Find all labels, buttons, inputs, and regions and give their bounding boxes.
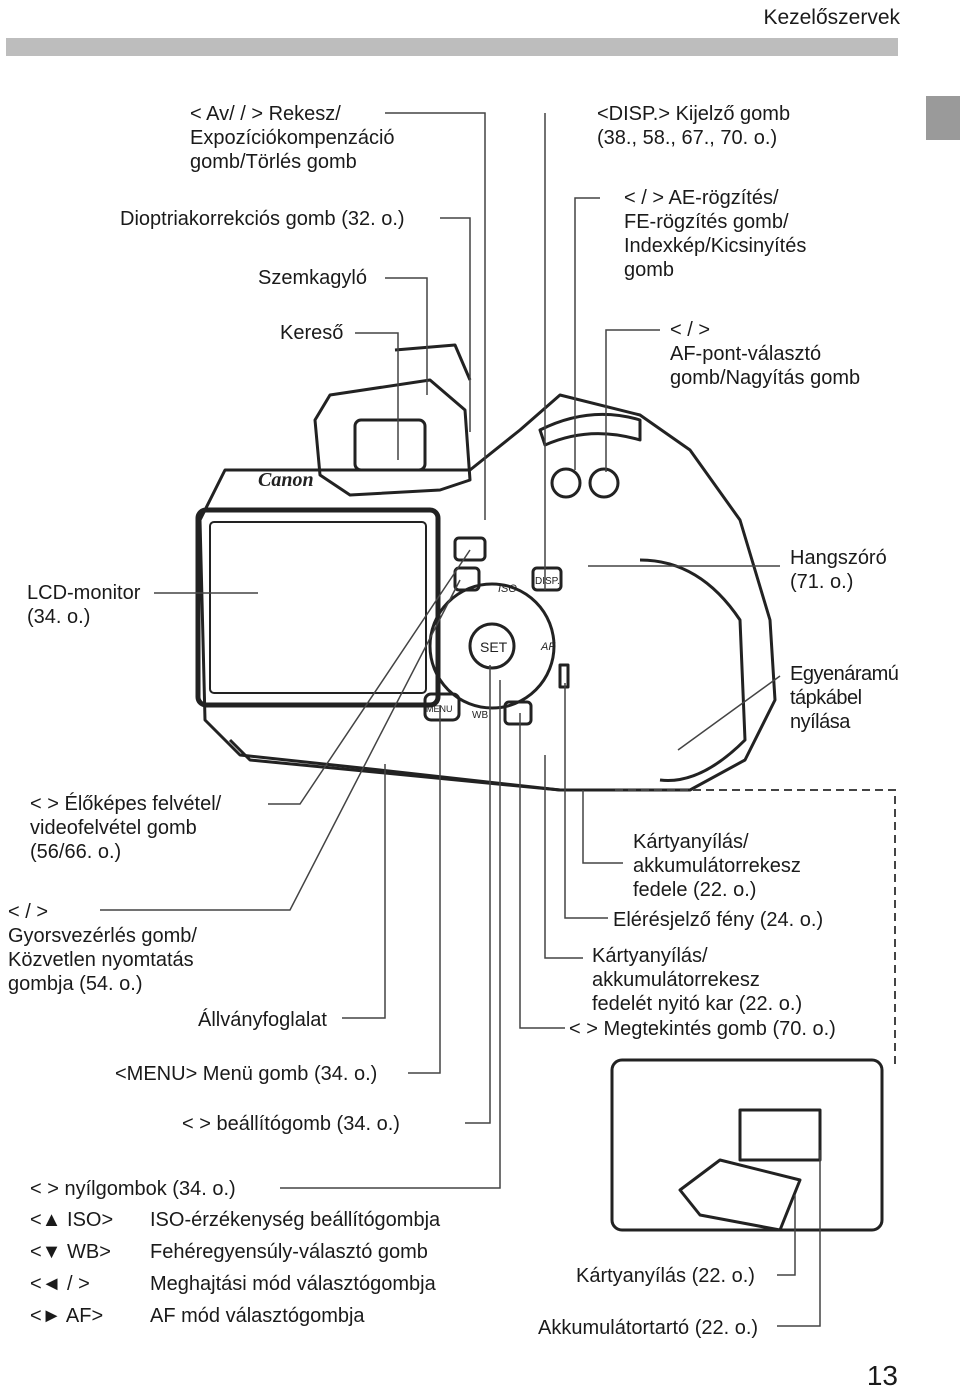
af-mode-key: <► AF>	[30, 1305, 104, 1327]
quick-control-label: < / > Gyorsvezérlés gomb/ Közvetlen nyom…	[8, 900, 197, 996]
speaker-label-line1: Hangszóró	[790, 547, 887, 569]
af-point-label: < / > AF-pont-választó gomb/Nagyítás gom…	[670, 318, 860, 390]
af-mode-desc: AF mód választógombja	[150, 1305, 365, 1327]
brand-logo: Canon	[258, 469, 314, 491]
disp-label-line2: (38., 58., 67., 70. o.)	[597, 127, 778, 149]
ae-label-line3: Indexkép/Kicsinyítés	[624, 235, 807, 257]
quick-label-line1: < / >	[8, 901, 49, 923]
quick-label-line4: gombja (54. o.)	[8, 973, 143, 995]
lever-label-line1: Kártyanyílás/	[592, 945, 708, 967]
mode-dial	[538, 412, 642, 447]
camera-body	[198, 393, 777, 792]
diopter-label: Dioptriakorrekciós gomb (32. o.)	[120, 208, 405, 230]
battery-holder-label: Akkumulátortartó (22. o.)	[538, 1317, 759, 1339]
eyecup-label: Szemkagyló	[258, 267, 367, 289]
af-label-line3: gomb/Nagyítás gomb	[670, 367, 861, 389]
dc-label-line3: nyílása	[790, 711, 850, 733]
card-slot-label: Kártyanyílás (22. o.)	[576, 1265, 755, 1287]
cross-keys	[428, 582, 556, 710]
set-button-shape	[468, 622, 516, 670]
wb-key: <▼ WB>	[30, 1241, 111, 1263]
cross-keys-label: < > nyílgombok (34. o.)	[30, 1178, 236, 1200]
menu-button-label: <MENU> Menü gomb (34. o.)	[115, 1063, 378, 1085]
dc-label-line1: Egyenáramú	[790, 663, 899, 685]
camera-disp-label: DISP.	[535, 576, 560, 587]
playback-button-label: < > Megtekintés gomb (70. o.)	[569, 1018, 836, 1040]
quick-label-line2: Gyorsvezérlés gomb/	[8, 925, 197, 947]
header-rule	[6, 38, 898, 56]
af-label-line2: AF-pont-választó	[670, 343, 822, 365]
card-cover-line2: akkumulátorrekesz	[633, 855, 801, 877]
camera-af-label: AF	[540, 641, 556, 653]
access-lamp-label: Elérésjelző fény (24. o.)	[613, 909, 824, 931]
camera-iso-label: ISO	[498, 583, 517, 595]
ae-lock-label: < / > AE-rögzítés/ FE-rögzítés gomb/ Ind…	[624, 186, 806, 282]
section-title: Kezelőszervek	[763, 6, 900, 29]
lcd-screen	[195, 507, 441, 708]
lever-label-line2: akkumulátorrekesz	[592, 969, 760, 991]
eyecup	[313, 378, 472, 497]
wb-desc: Fehéregyensúly-választó gomb	[150, 1241, 428, 1263]
dc-cable-label: Egyenáramú tápkábel nyílása	[790, 662, 899, 734]
disp-button-label: <DISP.> Kijelző gomb (38., 58., 67., 70.…	[597, 102, 790, 150]
disp-label-line1: <DISP.> Kijelző gomb	[597, 103, 791, 125]
speaker-label-line2: (71. o.)	[790, 571, 854, 593]
camera-wb-label: WB	[472, 710, 488, 721]
liveview-label-line1: < > Élőképes felvétel/	[30, 793, 222, 815]
iso-key: <▲ ISO>	[30, 1209, 114, 1231]
lcd-label: LCD-monitor (34. o.)	[27, 581, 140, 629]
ae-label-line4: gomb	[624, 259, 675, 281]
av-label-line2: Expozíciókompenzáció	[190, 127, 395, 149]
drive-desc: Meghajtási mód választógombja	[150, 1273, 436, 1295]
card-cover-line3: fedele (22. o.)	[633, 879, 757, 901]
av-label-line3: gomb/Törlés gomb	[190, 151, 357, 173]
lcd-label-line2: (34. o.)	[27, 606, 91, 628]
av-label-line1: < Av/ / > Rekesz/	[190, 103, 341, 125]
tripod-socket-label: Állványfoglalat	[198, 1009, 327, 1031]
quick-label-line3: Közvetlen nyomtatás	[8, 949, 194, 971]
liveview-label-line3: (56/66. o.)	[30, 841, 122, 863]
page-number: 13	[866, 1360, 898, 1391]
set-button-label: < > beállítógomb (34. o.)	[182, 1113, 400, 1135]
live-view-label: < > Élőképes felvétel/ videofelvétel gom…	[30, 792, 221, 864]
drive-key: <◄ / >	[30, 1273, 90, 1295]
af-label-line1: < / >	[670, 319, 711, 341]
ae-label-line2: FE-rögzítés gomb/	[624, 211, 789, 233]
card-cover-line1: Kártyanyílás/	[633, 831, 749, 853]
viewfinder-label: Kereső	[280, 322, 344, 344]
viewfinder-window	[353, 418, 427, 472]
av-button-label: < Av/ / > Rekesz/ Expozíciókompenzáció g…	[190, 102, 395, 174]
speaker-label: Hangszóró (71. o.)	[790, 546, 887, 594]
cover-lever-label: Kártyanyílás/ akkumulátorrekesz fedelét …	[592, 944, 802, 1016]
iso-desc: ISO-érzékenység beállítógombja	[150, 1209, 441, 1231]
ae-label-line1: < / > AE-rögzítés/	[624, 187, 779, 209]
camera-set-label: SET	[480, 639, 508, 655]
chapter-tab	[926, 96, 960, 140]
liveview-label-line2: videofelvétel gomb	[30, 817, 197, 839]
lever-label-line3: fedelét nyitó kar (22. o.)	[592, 993, 803, 1015]
dc-label-line2: tápkábel	[790, 687, 862, 709]
lcd-label-line1: LCD-monitor	[27, 582, 141, 604]
card-cover-label: Kártyanyílás/ akkumulátorrekesz fedele (…	[633, 830, 801, 902]
